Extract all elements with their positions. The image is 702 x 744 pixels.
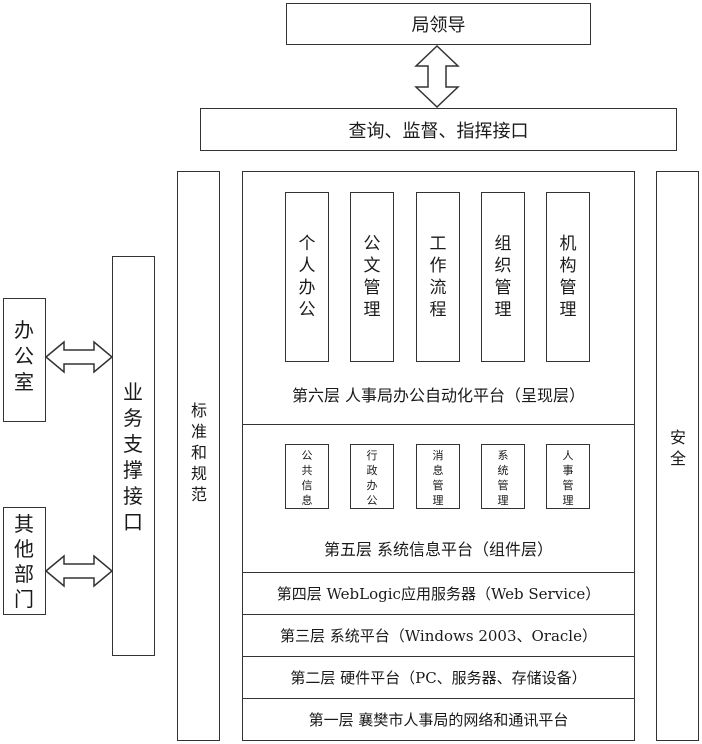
layer6-module-personal-office: 个人办公: [285, 192, 329, 362]
layer4-title: 第四层 WebLogic应用服务器（Web Service）: [276, 585, 601, 603]
office-double-arrow: [44, 340, 114, 374]
business-interface-box: 业务支撑接口: [112, 256, 155, 656]
layer4-section: 第四层 WebLogic应用服务器（Web Service）: [242, 572, 635, 615]
layer2-section: 第二层 硬件平台（PC、服务器、存储设备）: [242, 656, 635, 699]
layer5-module-message-management: 消息管理: [416, 444, 460, 509]
layer5-module-label: 消息管理: [432, 449, 444, 507]
layer6-module-document-management: 公文管理: [350, 192, 394, 362]
security-label: 安全: [669, 428, 686, 468]
layer6-module-label: 工作流程: [429, 234, 447, 320]
others-double-arrow: [44, 554, 114, 588]
layer5-module-label: 人事管理: [562, 449, 574, 507]
standards-box: 标准和规范: [177, 171, 220, 741]
business-interface-label: 业务支撑接口: [123, 380, 143, 534]
leader-label: 局领导: [411, 15, 466, 36]
standards-label: 标准和规范: [190, 401, 207, 504]
layer5-module-label: 公共信息: [301, 449, 313, 507]
layer6-module-label: 组织管理: [494, 234, 512, 320]
layer3-title: 第三层 系统平台（Windows 2003、Oracle）: [280, 627, 597, 645]
office-label: 办公室: [14, 318, 34, 394]
others-box: 其他部门: [3, 507, 46, 615]
query-interface-label: 查询、监督、指挥接口: [348, 120, 529, 142]
layer5-module-administrative-office: 行政办公: [350, 444, 394, 509]
others-label: 其他部门: [14, 512, 34, 611]
layer1-section: 第一层 襄樊市人事局的网络和通讯平台: [242, 698, 635, 741]
layer6-module-label: 个人办公: [298, 234, 316, 320]
leader-box: 局领导: [286, 3, 591, 45]
office-box: 办公室: [3, 298, 46, 422]
query-interface-box: 查询、监督、指挥接口: [200, 108, 677, 151]
layer5-title: 第五层 系统信息平台（组件层）: [323, 540, 554, 559]
layer5-module-label: 系统管理: [497, 449, 509, 507]
layer6-module-institution-management: 机构管理: [546, 192, 590, 362]
layer3-section: 第三层 系统平台（Windows 2003、Oracle）: [242, 614, 635, 657]
layer5-module-public-info: 公共信息: [285, 444, 329, 509]
vertical-double-arrow: [414, 44, 460, 109]
layer6-module-organization-management: 组织管理: [481, 192, 525, 362]
layer5-module-system-management: 系统管理: [481, 444, 525, 509]
layer6-module-label: 公文管理: [363, 234, 381, 320]
layer6-module-label: 机构管理: [559, 234, 577, 320]
layer5-module-label: 行政办公: [366, 449, 378, 507]
layer6-title: 第六层 人事局办公自动化平台（呈现层）: [291, 386, 586, 405]
layer6-module-workflow: 工作流程: [416, 192, 460, 362]
layer1-title: 第一层 襄樊市人事局的网络和通讯平台: [308, 711, 569, 729]
layer2-title: 第二层 硬件平台（PC、服务器、存储设备）: [290, 669, 587, 687]
security-box: 安全: [656, 171, 699, 741]
layer5-module-personnel-management: 人事管理: [546, 444, 590, 509]
